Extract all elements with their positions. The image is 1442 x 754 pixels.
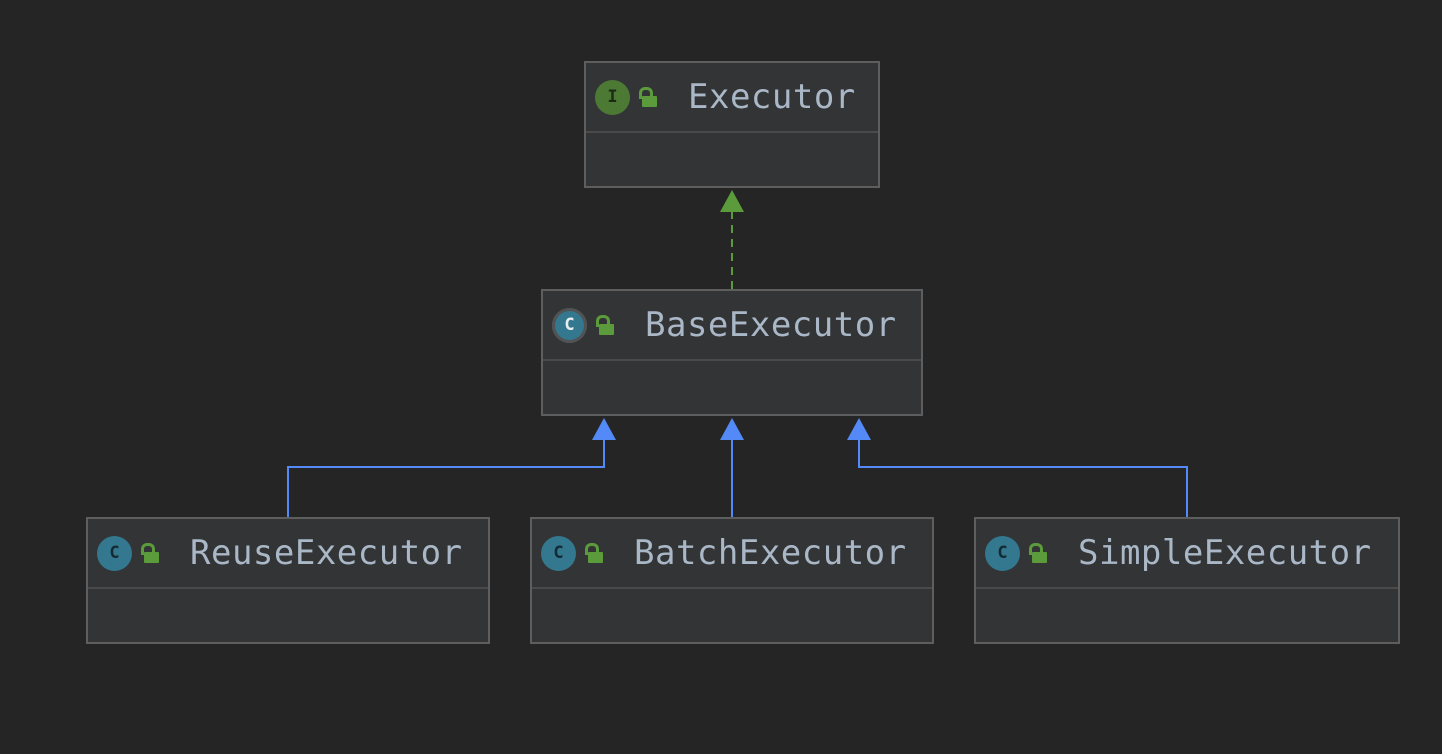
edge-extends-simple-executor-base-executor [847,418,1188,517]
edge-extends-reuse-executor-base-executor [287,418,616,517]
class-node-header: I Executor [586,63,878,133]
public-lock-icon [140,541,160,565]
class-members-section [543,361,921,414]
class-node-executor[interactable]: I Executor [584,61,880,188]
edge-extends-batch-executor-base-executor [720,418,744,517]
class-icon: C [985,535,1020,571]
class-node-header: C BaseExecutor [543,291,921,361]
edge-implements-base-executor-executor [720,190,744,289]
class-members-section [586,133,878,186]
class-members-section [976,589,1398,642]
class-name: ReuseExecutor [190,533,463,573]
interface-icon: I [595,79,630,115]
class-icon: C [97,535,132,571]
class-node-header: C ReuseExecutor [88,519,488,589]
abstract-class-icon: C [552,307,587,343]
class-node-simple-executor[interactable]: C SimpleExecutor [974,517,1400,644]
class-node-batch-executor[interactable]: C BatchExecutor [530,517,934,644]
class-node-base-executor[interactable]: C BaseExecutor [541,289,923,416]
public-lock-icon [595,313,615,337]
class-name: Executor [688,77,856,117]
class-node-header: C BatchExecutor [532,519,932,589]
class-name: BatchExecutor [634,533,907,573]
class-name: BaseExecutor [645,305,897,345]
class-name: SimpleExecutor [1078,533,1372,573]
class-node-reuse-executor[interactable]: C ReuseExecutor [86,517,490,644]
public-lock-icon [584,541,604,565]
public-lock-icon [638,85,658,109]
class-node-header: C SimpleExecutor [976,519,1398,589]
class-members-section [532,589,932,642]
class-icon: C [541,535,576,571]
class-members-section [88,589,488,642]
public-lock-icon [1028,541,1048,565]
